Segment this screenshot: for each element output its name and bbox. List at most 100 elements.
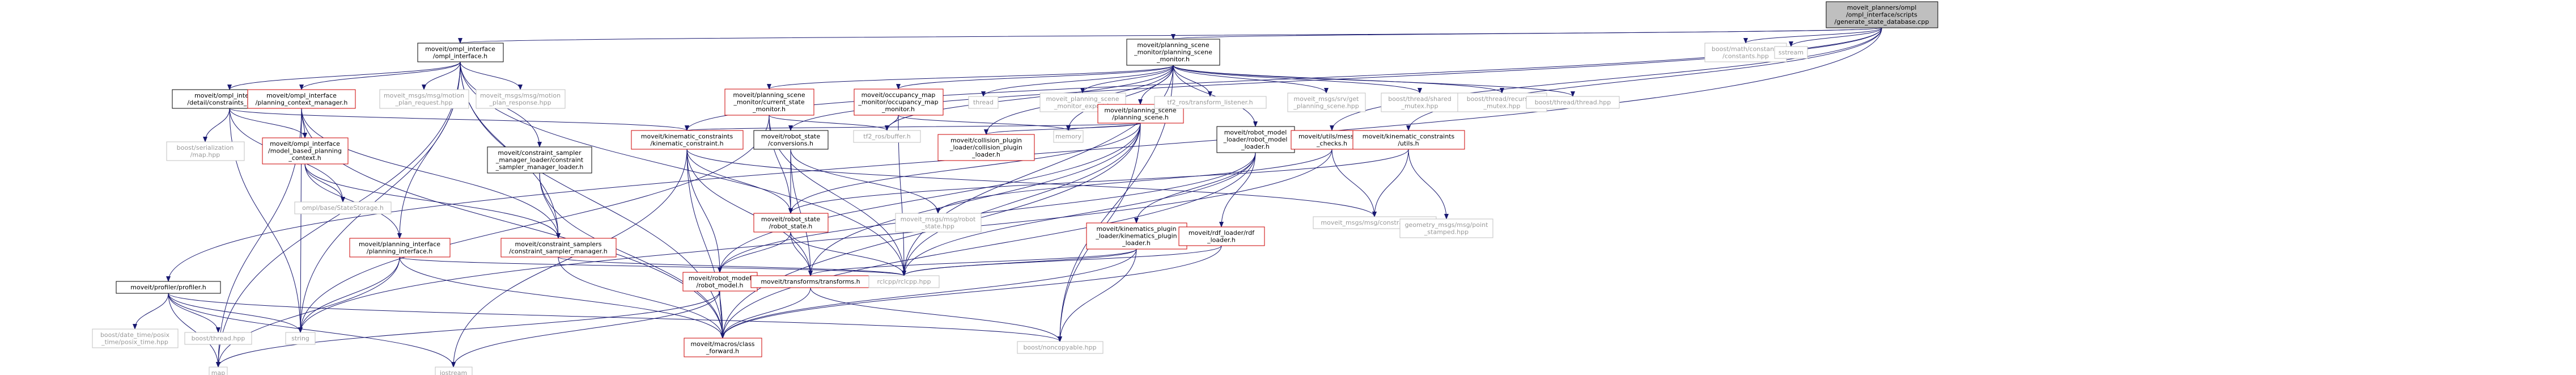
node-point-stamped[interactable]: geometry_msgs/msg/point_stamped.hpp xyxy=(1399,218,1493,238)
node-motion-req[interactable]: moveit_msgs/msg/motion_plan_request.hpp xyxy=(379,89,469,109)
node-planning-if[interactable]: moveit/planning_interface/planning_inter… xyxy=(349,238,451,258)
node-boost-thread-thread[interactable]: boost/thread/thread.hpp xyxy=(1526,96,1620,109)
node-label-line: /generate_state_database.cpp xyxy=(1835,18,1929,26)
node-box xyxy=(500,238,617,258)
node-rdf-loader[interactable]: moveit/rdf_loader/rdf_loader.h xyxy=(1178,226,1265,246)
edge-profiler-to-iostream xyxy=(168,293,456,368)
node-psm-export[interactable]: moveit_planning_scene_monitor_export.h xyxy=(1039,92,1126,112)
node-label-line: moveit/transforms/transforms.h xyxy=(761,278,860,285)
node-box xyxy=(417,43,504,62)
node-label-line: moveit/constraint_sampler xyxy=(498,149,582,157)
node-box xyxy=(868,275,940,288)
node-iostream[interactable]: iostream xyxy=(435,366,473,375)
node-string[interactable]: string xyxy=(285,332,316,345)
node-label-line: _forward.h xyxy=(706,348,739,355)
node-motion-resp[interactable]: moveit_msgs/msg/motion_plan_response.hpp xyxy=(476,89,566,109)
node-boost-ser[interactable]: boost/serialization/map.hpp xyxy=(166,141,245,161)
node-thread[interactable]: thread xyxy=(968,96,999,109)
node-kc-utils[interactable]: moveit/kinematic_constraints/utils.h xyxy=(1352,130,1465,150)
node-label-line: boost/thread.hpp xyxy=(192,335,245,342)
edge-ompl-if-to-motion-req xyxy=(422,61,461,90)
edge-robot-state-to-rclcpp xyxy=(790,231,906,276)
node-tf2-buffer[interactable]: tf2_ros/buffer.h xyxy=(853,130,921,143)
node-memory[interactable]: memory xyxy=(1053,130,1084,143)
edge-occ-mon-to-memory xyxy=(898,115,1071,131)
edge-root-to-kc-utils xyxy=(1406,27,1882,131)
node-class-fwd[interactable]: moveit/macros/class_forward.h xyxy=(684,338,762,357)
node-occ-mon[interactable]: moveit/occupancy_map_monitor/occupancy_m… xyxy=(854,89,944,116)
node-box xyxy=(853,130,921,143)
node-label-line: moveit/utils/message xyxy=(1298,133,1365,140)
node-ps[interactable]: moveit/planning_scene/planning_scene.h xyxy=(1097,104,1184,124)
dependency-nodes: moveit_planners/ompl/ompl_interface/scri… xyxy=(92,1,1938,375)
edge-mbpc-to-state-storage xyxy=(304,163,345,203)
node-root[interactable]: moveit_planners/ompl/ompl_interface/scri… xyxy=(1826,1,1938,28)
node-label-line: _loader.h xyxy=(1241,143,1270,150)
node-label-line: /kinematic_constraint.h xyxy=(650,140,723,148)
node-shared-mutex[interactable]: boost/thread/shared_mutex.hpp xyxy=(1381,92,1459,112)
node-label-line: _loader.h xyxy=(1122,239,1151,247)
node-robot-state-msg[interactable]: moveit_msgs/msg/robot_state.hpp xyxy=(895,213,982,233)
node-box xyxy=(247,89,356,109)
node-rml[interactable]: moveit/robot_model_loader/robot_model_lo… xyxy=(1216,126,1295,153)
edge-csm-to-class-fwd xyxy=(558,256,725,339)
node-label-line: moveit/robot_model xyxy=(689,275,752,282)
node-profiler[interactable]: moveit/profiler/profiler.h xyxy=(116,281,221,294)
node-label-line: boost/serialization xyxy=(177,144,234,151)
node-map[interactable]: map xyxy=(209,366,228,375)
node-tf2-listener[interactable]: tf2_ros/transform_listener.h xyxy=(1154,96,1267,109)
node-label-line: _monitor.h xyxy=(881,106,915,113)
node-label-line: _loader/collision_plugin xyxy=(949,144,1022,151)
edge-kc-utils-to-constraints-msg xyxy=(1372,149,1409,217)
edge-transforms-to-noncopyable xyxy=(810,287,1062,342)
node-ompl-if[interactable]: moveit/ompl_interface/ompl_interface.h xyxy=(417,43,504,62)
node-sstream[interactable]: sstream xyxy=(1774,46,1808,59)
node-box xyxy=(1399,218,1493,238)
node-psm[interactable]: moveit/planning_scene_monitor/planning_s… xyxy=(1126,39,1220,66)
node-noncopyable[interactable]: boost/noncopyable.hpp xyxy=(1017,341,1104,354)
node-state-storage[interactable]: ompl/base/StateStorage.h xyxy=(294,201,392,214)
edge-ompl-if-to-map xyxy=(216,61,461,368)
node-label-line: moveit_msgs/msg/motion xyxy=(384,92,464,99)
edge-kin-constraint-to-transforms xyxy=(686,149,813,276)
node-rs-conv[interactable]: moveit/robot_state/conversions.h xyxy=(753,130,829,150)
edge-ps-to-kin-constraint xyxy=(685,123,1141,131)
node-csm-loader[interactable]: moveit/constraint_sampler_manager_loader… xyxy=(487,146,592,174)
node-label-line: memory xyxy=(1055,133,1081,140)
node-robot-state[interactable]: moveit/robot_state/robot_state.h xyxy=(753,213,829,233)
node-label-line: boost/thread/thread.hpp xyxy=(1535,99,1611,106)
node-collision-loader[interactable]: moveit/collision_plugin_loader/collision… xyxy=(937,134,1035,161)
node-label-line: /planning_interface.h xyxy=(367,248,432,255)
node-pcm[interactable]: moveit/ompl_interface/planning_context_m… xyxy=(247,89,356,109)
node-rclcpp[interactable]: rclcpp/rclcpp.hpp xyxy=(868,275,940,288)
node-csm-mon[interactable]: moveit/planning_scene_monitor/current_st… xyxy=(724,89,814,116)
node-label-line: _context.h xyxy=(288,154,321,162)
node-label-line: _plan_response.hpp xyxy=(489,99,551,107)
edge-csm-mon-to-robot-state xyxy=(769,115,793,214)
node-csm[interactable]: moveit/constraint_samplers/constraint_sa… xyxy=(500,238,617,258)
node-label-line: moveit/planning_scene xyxy=(733,91,805,99)
node-kpl[interactable]: moveit/kinematics_plugin_loader/kinemati… xyxy=(1086,222,1187,250)
edge-kpl-to-transforms xyxy=(808,248,1137,276)
edge-ps-to-transforms xyxy=(808,123,1141,276)
node-box xyxy=(476,89,566,109)
node-label-line: moveit/macros/class xyxy=(690,340,754,348)
node-boost-thread[interactable]: boost/thread.hpp xyxy=(184,332,252,345)
node-robot-model[interactable]: moveit/robot_model/robot_model.h xyxy=(682,272,758,292)
node-label-line: string xyxy=(291,335,309,342)
node-label-line: moveit/occupancy_map xyxy=(862,91,936,99)
node-transforms[interactable]: moveit/transforms/transforms.h xyxy=(750,275,871,288)
node-posix-time[interactable]: boost/date_time/posix_time/posix_time.hp… xyxy=(92,328,179,348)
node-label-line: /ompl_interface.h xyxy=(433,53,487,60)
node-label-line: /constants.hpp xyxy=(1722,53,1769,60)
node-kin-constraint[interactable]: moveit/kinematic_constraints/kinematic_c… xyxy=(631,130,744,150)
node-mbpc[interactable]: moveit/ompl_interface/model_based_planni… xyxy=(262,137,349,165)
node-box xyxy=(1287,92,1366,112)
edge-psm-to-boost-thread-thread xyxy=(1173,65,1575,97)
edge-psm-to-psm-export xyxy=(1080,65,1174,94)
node-get-ps[interactable]: moveit_msgs/srv/get_planning_scene.hpp xyxy=(1287,92,1366,112)
edge-robot-state-to-transforms xyxy=(790,231,813,276)
edge-robot-model-to-iostream xyxy=(451,290,720,368)
edge-msg-checks-to-robot-state-msg xyxy=(936,149,1332,214)
node-math-const[interactable]: boost/math/constants/constants.hpp xyxy=(1704,43,1787,62)
